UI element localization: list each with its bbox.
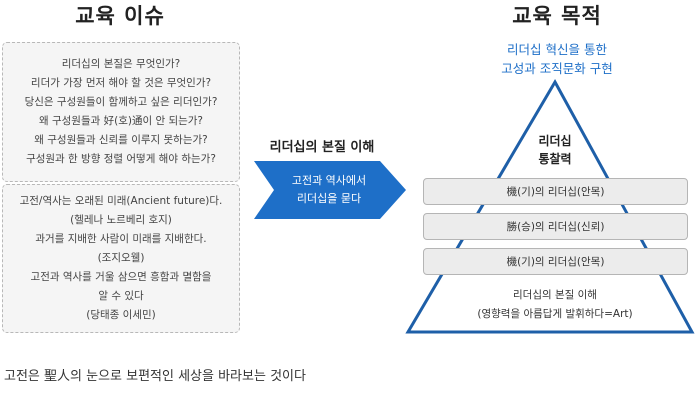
pyramid-bar-2: 勝(승)의 리더십(신뢰) (423, 213, 688, 240)
quote-line: (헬레나 노르베리 호지) (70, 214, 172, 226)
right-title: 교육 목적 (512, 4, 602, 28)
issue-questions-box: 리더십의 본질은 무엇인가? 리더가 가장 먼저 해야 할 것은 무엇인가? 당… (2, 42, 240, 182)
issue-question: 당신은 구성원들이 함께하고 싶은 리더인가? (24, 96, 218, 108)
left-title: 교육 이슈 (75, 4, 165, 28)
footer-caption: 고전은 聖人의 눈으로 보편적인 세상을 바라보는 것이다 (4, 369, 306, 384)
issue-question: 리더가 가장 먼저 해야 할 것은 무엇인가? (30, 77, 212, 89)
pyramid-base-line: (영향력을 아름답게 발휘하다=Art) (477, 308, 633, 320)
pyramid-base-text: 리더십의 본질 이해 (영향력을 아름답게 발휘하다=Art) (455, 286, 655, 324)
arrow-polygon (254, 161, 406, 219)
pyramid-top-label-line: 통찰력 (538, 152, 572, 166)
arrow-text-line: 리더십을 묻다 (296, 192, 362, 205)
quote-line: 과거를 지배한 사람이 미래를 지배한다. (35, 233, 207, 245)
pyramid-bar-1: 機(기)의 리더십(안목) (423, 178, 688, 205)
subtitle-line: 고성과 조직문화 구현 (501, 61, 613, 76)
quote-line: 알 수 있다 (98, 290, 144, 302)
pyramid-base-line: 리더십의 본질 이해 (513, 289, 597, 301)
quote-line: 고전과 역사를 거울 삼으면 흥함과 멸함을 (30, 271, 212, 283)
issue-question: 왜 구성원들과 好(호)通이 안 되는가? (38, 115, 204, 127)
issue-question: 왜 구성원들과 신뢰를 이루지 못하는가? (34, 134, 208, 146)
quote-line: (당태종 이세민) (86, 309, 156, 321)
pyramid-top-label-line: 리더십 (538, 134, 572, 148)
quotes-box: 고전/역사는 오래된 미래(Ancient future)다. (헬레나 노르베… (2, 184, 240, 333)
arrow-shape (254, 161, 406, 219)
issue-question: 리더십의 본질은 무엇인가? (61, 58, 181, 70)
right-subtitle: 리더십 혁신을 통한 고성과 조직문화 구현 (457, 40, 657, 78)
quote-line: 고전/역사는 오래된 미래(Ancient future)다. (19, 195, 223, 207)
pyramid-bar-3: 機(기)의 리더십(안목) (423, 248, 688, 275)
issue-question: 구성원과 한 방향 정렬 어떻게 해야 하는가? (26, 153, 216, 165)
subtitle-line: 리더십 혁신을 통한 (507, 42, 607, 57)
arrow-text: 고전과 역사에서 리더십을 묻다 (270, 172, 388, 208)
quote-line: (조지오웰) (97, 252, 145, 264)
pyramid-top-label: 리더십 통찰력 (505, 132, 605, 168)
arrow-text-line: 고전과 역사에서 (291, 174, 367, 187)
middle-label: 리더십의 본질 이해 (269, 140, 375, 155)
